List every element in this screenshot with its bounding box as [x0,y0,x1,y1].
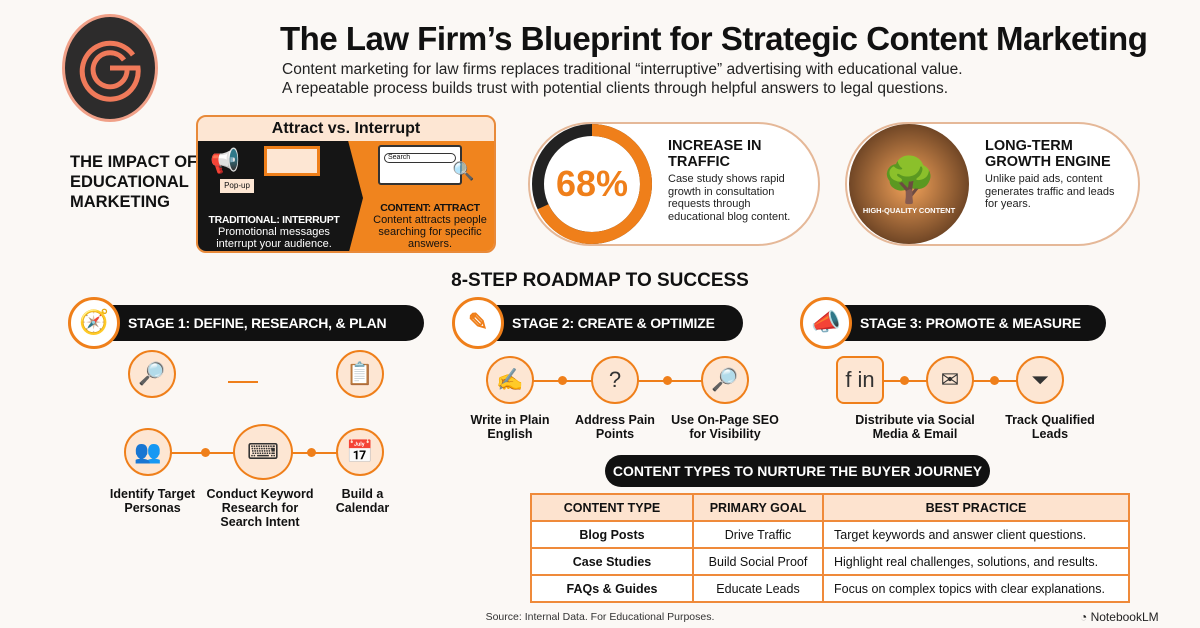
cell-best-practice: Highlight real challenges, solutions, an… [822,547,1130,576]
browser-icon: Search [378,145,462,185]
table-row: Blog Posts Drive Traffic Target keywords… [530,520,1130,549]
magnifier-person-icon: 🔍 [452,161,475,181]
column-header: PRIMARY GOAL [692,493,824,522]
cell-primary-goal: Drive Traffic [692,520,824,549]
step-identify-personas: Identify Target Personas [109,487,196,515]
g-logo-icon [79,40,141,102]
connector-dot [663,376,672,385]
traffic-value: 68% [556,163,628,204]
table-row: Case Studies Build Social Proof Highligh… [530,547,1130,576]
stage-1-label: STAGE 1: DEFINE, RESEARCH, & PLAN [128,315,387,331]
step-pain-points: Address Pain Points [575,413,655,441]
stage-1-banner: 🧭 STAGE 1: DEFINE, RESEARCH, & PLAN [68,297,424,349]
email-icon: ✉ [926,356,974,404]
impact-line: THE IMPACT OF [70,153,198,171]
pencil-gear-icon: ✎ [452,297,504,349]
traffic-donut: 68% [532,124,652,244]
stage-3-label: STAGE 3: PROMOTE & MEASURE [860,315,1081,331]
funnel-icon: ⏷ [1016,356,1064,404]
cell-primary-goal: Build Social Proof [692,547,824,576]
popup-icon: Pop-up [220,179,254,193]
calendar-check-icon: 📋 [336,350,384,398]
growth-card: 🌳 HIGH-QUALITY CONTENT LONG-TERM GROWTH … [845,122,1140,246]
connector-dot [307,448,316,457]
traditional-text: Promotional messages interrupt your audi… [216,226,332,250]
personas-icon: 👥 [124,428,172,476]
cell-content-type: Case Studies [530,547,694,576]
content-title: CONTENT: ATTRACT [380,202,480,214]
growth-badge: HIGH-QUALITY CONTENT [862,205,956,215]
connector-dot [900,376,909,385]
impact-line: MARKETING [70,193,170,211]
connector-dot [558,376,567,385]
connector-dot [201,448,210,457]
document-write-icon: ✍ [486,356,534,404]
impact-line: EDUCATIONAL [70,173,189,191]
step-keyword-research: Conduct Keyword Research for Search Inte… [206,487,314,529]
growth-text: Unlike paid ads, content generates traff… [985,173,1115,210]
connector-dot [990,376,999,385]
stage-2-label: STAGE 2: CREATE & OPTIMIZE [512,315,715,331]
attract-title: Attract vs. Interrupt [271,120,421,137]
document-search-icon: 🔎 [128,350,176,398]
subtitle-line-1: Content marketing for law firms replaces… [282,61,963,78]
step-track-leads: Track Qualified Leads [1005,413,1095,441]
brand-label: NotebookLM [1090,610,1159,624]
page-title: The Law Firm’s Blueprint for Strategic C… [280,20,1148,57]
table-row: FAQs & Guides Educate Leads Focus on com… [530,574,1130,603]
cell-content-type: Blog Posts [530,520,694,549]
notebooklm-brand: ◔ NotebookLM [1080,610,1159,624]
impact-heading: THE IMPACT OF EDUCATIONAL MARKETING [70,152,197,212]
content-text: Content attracts people searching for sp… [373,214,487,250]
compass-icon: 🧭 [68,297,120,349]
column-header: BEST PRACTICE [822,493,1130,522]
traditional-title: TRADITIONAL: INTERRUPT [208,214,340,226]
stage-2-banner: ✎ STAGE 2: CREATE & OPTIMIZE [452,297,743,349]
logo [62,14,158,122]
traffic-progress-arc [532,124,652,244]
roadmap-title: 8-STEP ROADMAP TO SUCCESS [451,270,749,291]
calendar-icon: 📅 [336,428,384,476]
search-bar: Search [384,153,456,163]
keyboard-search-icon: ⌨ [233,424,293,480]
step-plain-english: Write in Plain English [470,413,550,441]
attract-vs-interrupt-panel: Attract vs. Interrupt 📢 Pop-up TRADITION… [196,115,496,253]
path-icon [228,375,298,389]
social-media-icon: f in [836,356,884,404]
cell-best-practice: Focus on complex topics with clear expla… [822,574,1130,603]
traffic-title: INCREASE IN TRAFFIC [668,138,762,170]
megaphone-icon: 📣 [800,297,852,349]
megaphone-icon: 📢 [210,148,240,175]
cell-best-practice: Target keywords and answer client questi… [822,520,1130,549]
column-header: CONTENT TYPE [530,493,694,522]
question-icon: ? [591,356,639,404]
content-types-table: CONTENT TYPE PRIMARY GOAL BEST PRACTICE … [530,493,1130,603]
cell-primary-goal: Educate Leads [692,574,824,603]
billboard-icon [264,146,320,176]
notebooklm-icon: ◔ [1080,610,1091,624]
seo-search-icon: 🔎 [701,356,749,404]
growth-title: LONG-TERM GROWTH ENGINE [985,138,1111,170]
tree-glyph: 🌳 [881,155,937,205]
step-build-calendar: Build a Calendar [335,487,390,515]
traffic-text: Case study shows rapid growth in consult… [668,173,791,223]
table-header: CONTENT TYPE PRIMARY GOAL BEST PRACTICE [530,493,1130,522]
source-note: Source: Internal Data. For Educational P… [485,611,715,623]
step-on-page-seo: Use On-Page SEO for Visibility [671,413,779,441]
step-distribute: Distribute via Social Media & Email [855,413,975,441]
content-types-banner: CONTENT TYPES TO NURTURE THE BUYER JOURN… [605,455,990,487]
stage-3-banner: 📣 STAGE 3: PROMOTE & MEASURE [800,297,1106,349]
cell-content-type: FAQs & Guides [530,574,694,603]
tree-icon: 🌳 HIGH-QUALITY CONTENT [849,124,969,244]
subtitle-line-2: A repeatable process builds trust with p… [282,80,949,97]
